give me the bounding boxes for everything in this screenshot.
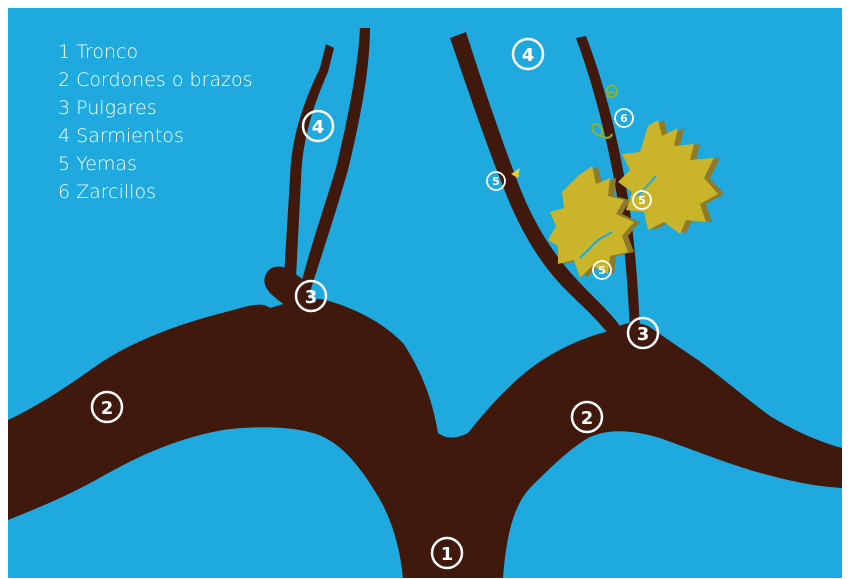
svg-text:5: 5	[598, 264, 606, 277]
legend-item-pulgares: 3 Pulgares	[58, 94, 253, 122]
svg-text:5: 5	[492, 175, 500, 188]
legend-item-zarcillos: 6 Zarcillos	[58, 178, 253, 206]
legend-item-tronco: 1 Tronco	[58, 38, 253, 66]
svg-text:4: 4	[312, 117, 325, 138]
legend-item-sarmientos: 4 Sarmientos	[58, 122, 253, 150]
legend-item-yemas: 5 Yemas	[58, 150, 253, 178]
svg-text:6: 6	[620, 112, 628, 125]
legend-item-cordones: 2 Cordones o brazos	[58, 66, 253, 94]
svg-text:3: 3	[305, 287, 318, 308]
svg-text:2: 2	[581, 408, 594, 429]
svg-text:3: 3	[637, 324, 650, 345]
svg-text:1: 1	[441, 544, 454, 565]
svg-text:4: 4	[522, 45, 535, 66]
svg-text:5: 5	[638, 194, 646, 207]
svg-text:2: 2	[101, 398, 114, 419]
legend: 1 Tronco 2 Cordones o brazos 3 Pulgares …	[58, 38, 253, 206]
vine-diagram: 1 2 2 3 3 4 4 5	[8, 8, 842, 578]
